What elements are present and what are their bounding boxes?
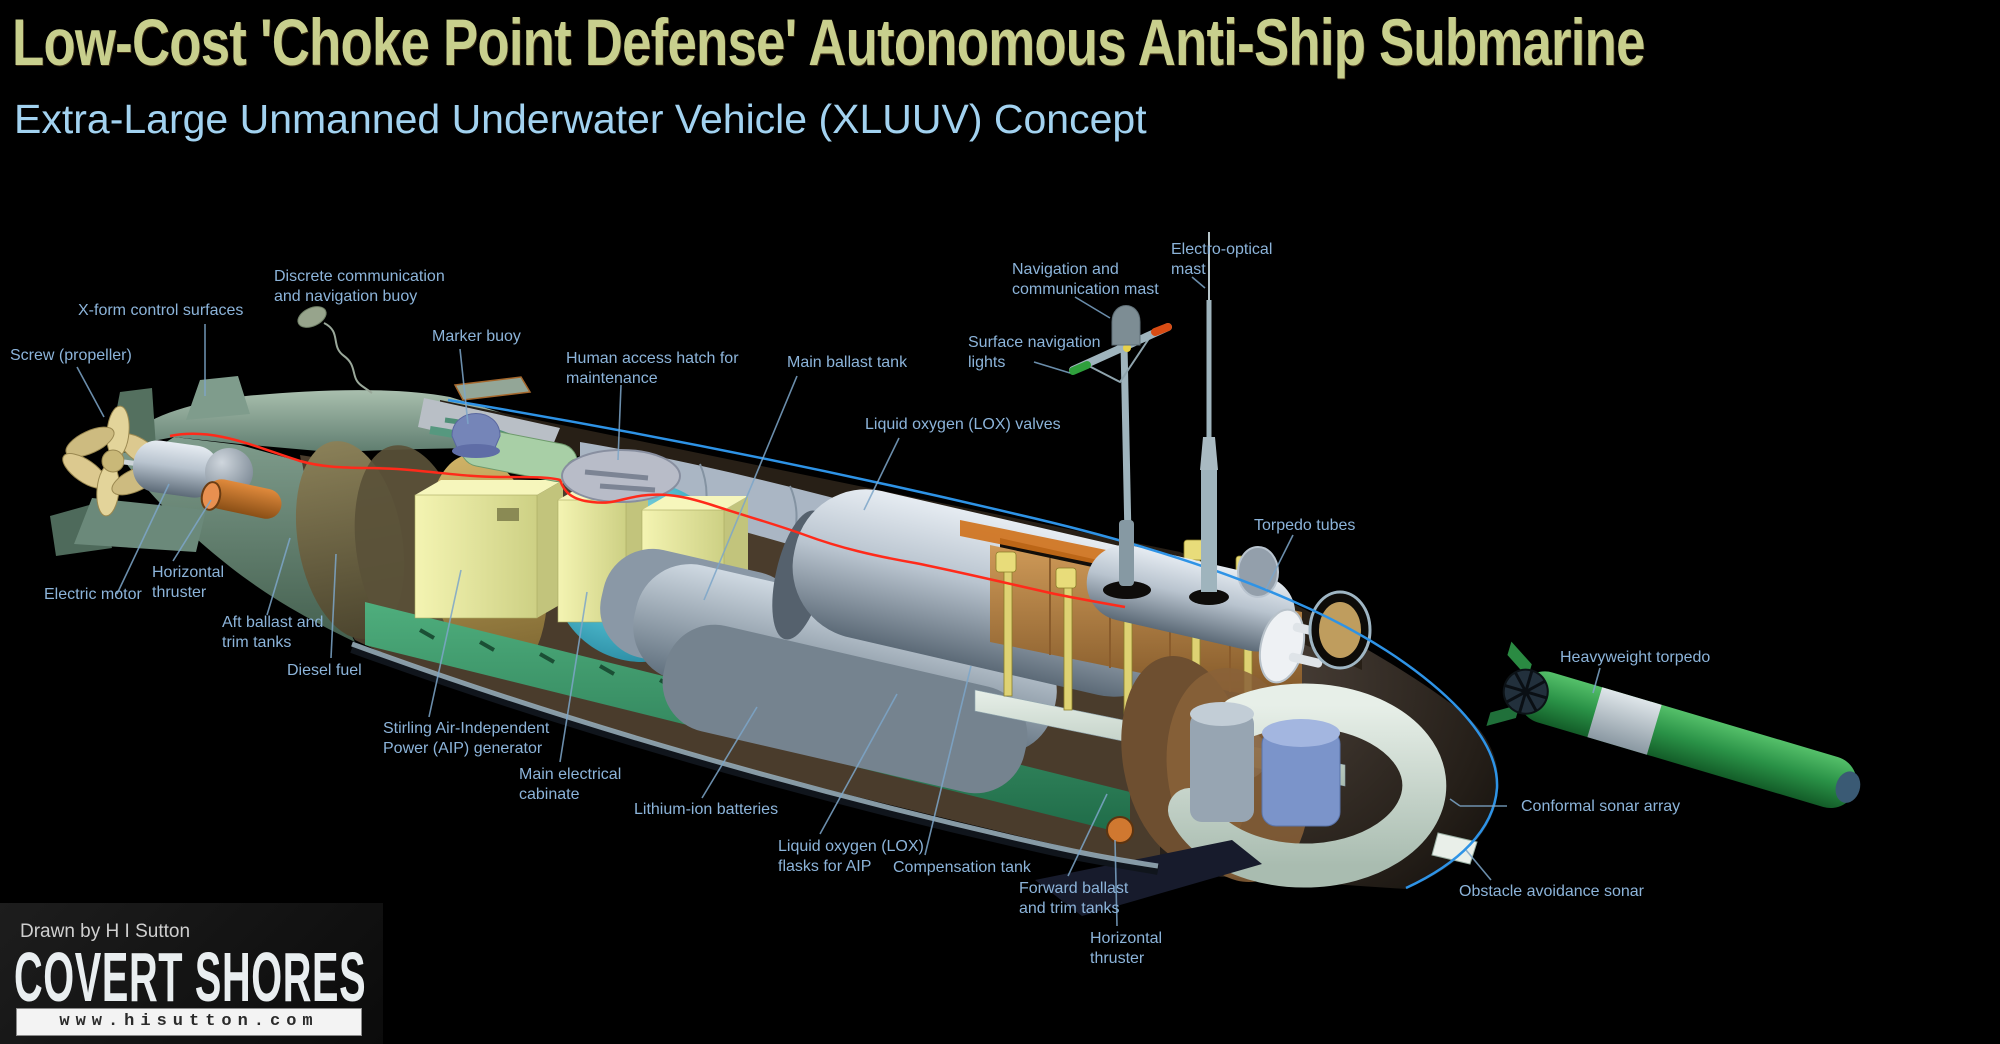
label-torpedo-tubes: Torpedo tubes: [1254, 517, 1356, 534]
green-nav-light: [1069, 361, 1091, 375]
bow-hydroplane: [1035, 840, 1262, 916]
label-electro-optical-mast: Electro-optical mast: [1171, 241, 1273, 278]
label-screw-propeller: Screw (propeller): [10, 347, 132, 364]
aft-thruster-tube: [206, 479, 282, 519]
marker-buoy-dome: [451, 413, 501, 451]
bow-interior: [1035, 656, 1478, 916]
label-surface-nav-lights: Surface navigation lights: [968, 334, 1101, 371]
buoy-tether-cord: [323, 322, 373, 394]
label-aft-ballast: Aft ballast and trim tanks: [222, 614, 324, 651]
label-heavyweight-torpedo: Heavyweight torpedo: [1560, 649, 1711, 666]
label-compensation-tank: Compensation tank: [893, 859, 1031, 876]
label-lithium-ion-batteries: Lithium-ion batteries: [634, 801, 779, 818]
cutaway-line: [169, 432, 1126, 609]
masts: [1069, 232, 1229, 605]
page-subtitle: Extra-Large Unmanned Underwater Vehicle …: [14, 96, 1147, 142]
forward-thruster-port: [1106, 816, 1134, 844]
label-nav-comm-mast: Navigation and communication mast: [1012, 261, 1159, 298]
obstacle-sonar-box: [1431, 832, 1478, 865]
hull-outline: [447, 398, 1499, 890]
hull-bottom-rim: [350, 641, 1159, 875]
electric-motor-body: [132, 440, 220, 498]
label-obstacle-avoidance-sonar: Obstacle avoidance sonar: [1459, 883, 1644, 900]
heavyweight-torpedo-graphic: [1486, 641, 1861, 809]
label-stirling-aip: Stirling Air-Independent Power (AIP) gen…: [383, 720, 550, 757]
covert-shores-logo: COVERT SHORES: [14, 939, 367, 1017]
eo-mast-pole: [1201, 470, 1217, 592]
label-main-electrical-cabinet: Main electrical cabinate: [519, 766, 622, 803]
label-main-ballast-tank: Main ballast tank: [787, 354, 908, 371]
website-url: www.hisutton.com: [16, 1008, 362, 1036]
label-forward-ballast: Forward ballast and trim tanks: [1019, 880, 1129, 917]
topside-details: [297, 306, 681, 503]
stern-assembly: [50, 376, 282, 556]
red-nav-light: [1151, 323, 1172, 336]
label-lox-flasks: Liquid oxygen (LOX) flasks for AIP: [778, 838, 924, 875]
label-discrete-buoy: Discrete communication and navigation bu…: [274, 268, 445, 305]
discrete-buoy-pod: [297, 306, 327, 328]
label-conformal-sonar-array: Conformal sonar array: [1521, 798, 1681, 815]
label-horizontal-thruster-fwd: Horizontal thruster: [1090, 930, 1163, 967]
label-marker-buoy: Marker buoy: [432, 328, 521, 345]
label-x-form-control: X-form control surfaces: [78, 302, 244, 319]
leader-lines: [76, 276, 1601, 927]
label-electric-motor: Electric motor: [44, 586, 142, 603]
label-diesel-fuel: Diesel fuel: [287, 662, 362, 679]
label-human-access-hatch: Human access hatch for maintenance: [566, 350, 739, 387]
credit-drawn-by: Drawn by H I Sutton: [20, 921, 191, 942]
label-lox-valves: Liquid oxygen (LOX) valves: [865, 416, 1061, 433]
label-horizontal-thruster-aft: Horizontal thruster: [152, 564, 225, 601]
page-title: Low-Cost 'Choke Point Defense' Autonomou…: [12, 5, 1645, 79]
nav-mast-dome: [1111, 305, 1141, 346]
